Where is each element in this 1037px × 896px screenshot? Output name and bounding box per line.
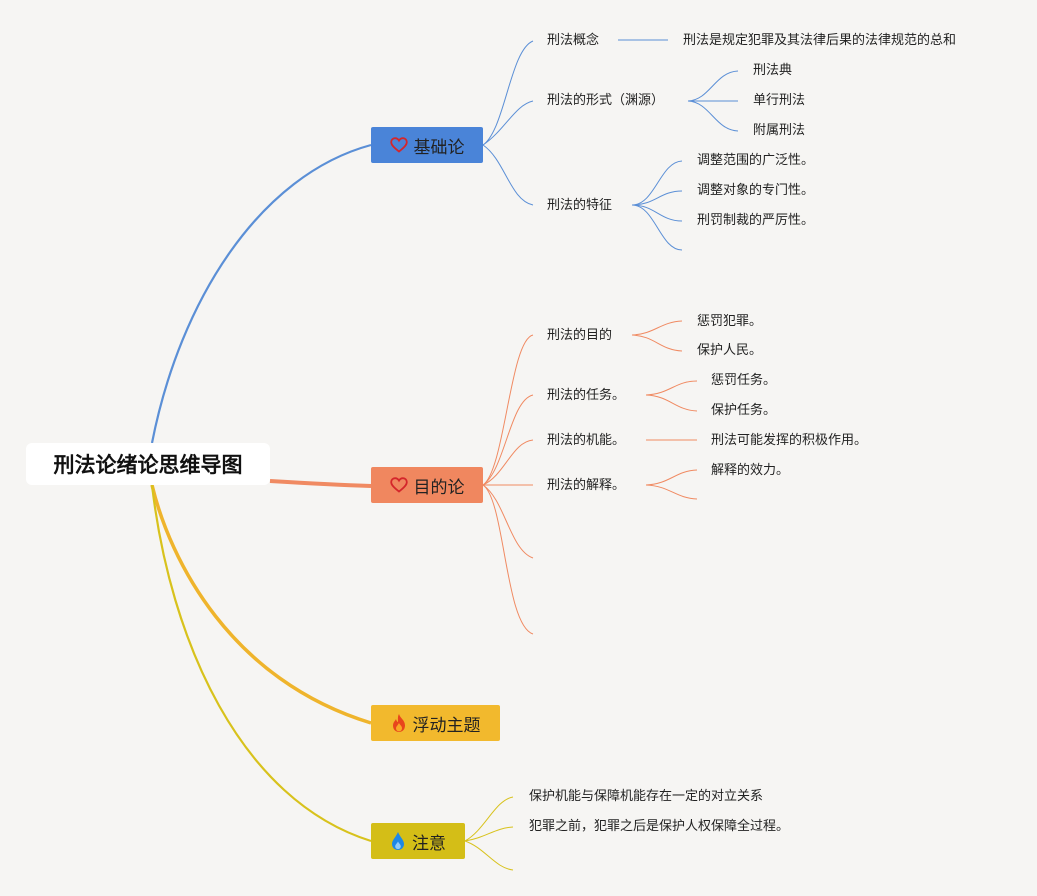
branch-float[interactable]: 浮动主题 [371, 705, 500, 741]
node-criminal-law-task[interactable]: 刑法的任务。 [547, 388, 626, 403]
branch-note[interactable]: 注意 [371, 823, 465, 859]
connector-root-goal [269, 479, 372, 488]
node-criminal-law-form[interactable]: 刑法的形式（渊源） [547, 93, 665, 108]
node-criminal-law-purpose[interactable]: 刑法的目的 [547, 328, 613, 343]
node-purpose-protect[interactable]: 保护人民。 [697, 343, 763, 358]
node-criminal-law-interpretation[interactable]: 刑法的解释。 [547, 478, 626, 493]
node-note-conflict[interactable]: 保护机能与保障机能存在一定的对立关系 [529, 789, 764, 804]
branch-goal[interactable]: 目的论 [371, 467, 483, 503]
node-form-code[interactable]: 刑法典 [753, 63, 793, 78]
branch-float-label: 浮动主题 [412, 715, 481, 736]
heart-outline-icon [389, 477, 408, 493]
connector-feature-4 [631, 204, 683, 251]
node-feature-specialty[interactable]: 调整对象的专门性。 [697, 183, 815, 198]
water-drop-icon [390, 831, 406, 851]
node-criminal-law-function[interactable]: 刑法的机能。 [547, 433, 626, 448]
node-task-punish[interactable]: 惩罚任务。 [711, 373, 777, 388]
fire-icon [391, 713, 407, 733]
connector-feature-2 [631, 190, 683, 206]
connector-goal-function [482, 439, 534, 486]
connector-goal-blank2 [482, 484, 534, 635]
connector-basic-form [482, 100, 534, 146]
node-note-whole-process[interactable]: 犯罪之前，犯罪之后是保护人权保障全过程。 [529, 819, 790, 834]
connector-goal-task [482, 394, 534, 486]
node-purpose-punish[interactable]: 惩罚犯罪。 [697, 314, 763, 329]
connector-feature-1 [631, 160, 683, 206]
connector-basic-feature [482, 144, 534, 206]
branch-basic-label: 基础论 [413, 137, 465, 158]
connector-form-attached [687, 100, 739, 132]
root-topic-label: 刑法论绪论思维导图 [53, 453, 243, 477]
node-function-positive[interactable]: 刑法可能发挥的积极作用。 [711, 433, 868, 448]
node-form-attached-law[interactable]: 附属刑法 [753, 123, 806, 138]
node-task-protect[interactable]: 保护任务。 [711, 403, 777, 418]
branch-goal-label: 目的论 [413, 477, 465, 498]
connector-goal-purpose [482, 334, 534, 486]
connector-basic-concept [482, 40, 534, 146]
connector-purpose-1 [631, 320, 683, 336]
connector-interp-1 [645, 469, 698, 486]
connector-goal-blank1 [482, 484, 534, 559]
branch-note-label: 注意 [412, 833, 446, 854]
node-criminal-law-feature[interactable]: 刑法的特征 [547, 198, 613, 213]
connector-root-note [150, 484, 372, 843]
connector-task-2 [645, 394, 698, 412]
connector-note-2 [464, 826, 514, 842]
heart-outline-icon [389, 137, 408, 153]
connector-note-1 [464, 796, 514, 842]
connector-root-basic [150, 143, 372, 444]
connector-task-1 [645, 380, 698, 396]
node-interpretation-effect[interactable]: 解释的效力。 [711, 463, 790, 478]
node-concept-definition[interactable]: 刑法是规定犯罪及其法律后果的法律规范的总和 [683, 33, 957, 48]
connector-root-float [150, 484, 372, 725]
node-feature-severity[interactable]: 刑罚制裁的严厉性。 [697, 213, 815, 228]
node-criminal-law-concept[interactable]: 刑法概念 [547, 33, 600, 48]
connector-form-code [687, 70, 739, 102]
connector-purpose-2 [631, 334, 683, 352]
node-feature-breadth[interactable]: 调整范围的广泛性。 [697, 153, 815, 168]
connector-interp-2 [645, 484, 698, 500]
root-topic[interactable]: 刑法论绪论思维导图 [26, 443, 270, 485]
branch-basic[interactable]: 基础论 [371, 127, 483, 163]
node-form-single-law[interactable]: 单行刑法 [753, 93, 806, 108]
connector-feature-3 [631, 204, 683, 222]
connector-note-3 [464, 840, 514, 871]
